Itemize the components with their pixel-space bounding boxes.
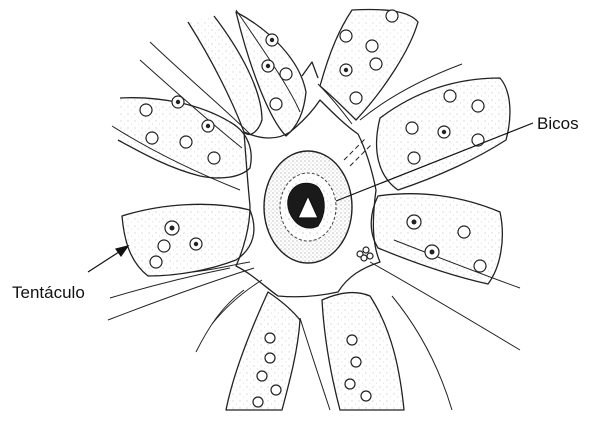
label-bicos: Bicos bbox=[537, 114, 579, 134]
arrowhead-tentaculo bbox=[116, 246, 128, 256]
leader-line-tentaculo bbox=[88, 250, 122, 272]
label-tentaculo: Tentáculo bbox=[12, 283, 85, 303]
tentacle-bottom-left bbox=[226, 292, 300, 410]
